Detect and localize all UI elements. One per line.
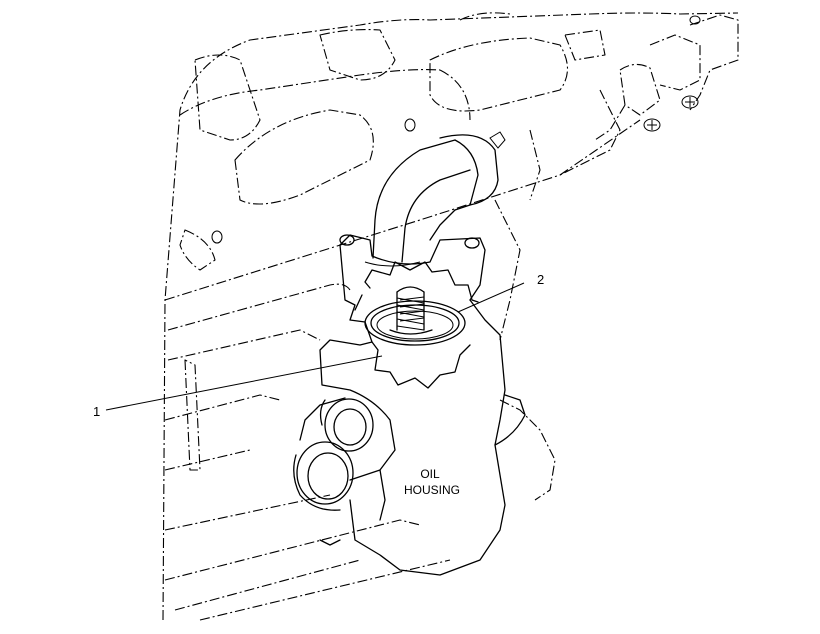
thermostat-seal: [364, 300, 466, 346]
oil-housing-label-line2: HOUSING: [404, 483, 460, 497]
callout-1-leader: [105, 355, 383, 411]
engine-block-outline: [162, 12, 739, 621]
oil-housing-label-line1: OIL: [420, 467, 440, 481]
callout-leaders: [105, 282, 525, 411]
callout-2-leader: [457, 282, 525, 313]
thermostat-housing: [299, 299, 526, 576]
housing-ports: [293, 398, 374, 511]
bracket-assembly: [211, 14, 739, 244]
thermostat-flange: [339, 234, 486, 389]
oil-housing-label: OIL HOUSING: [404, 467, 460, 497]
callout-1-number: 1: [93, 404, 100, 419]
callout-2-number: 2: [537, 272, 544, 287]
elbow-hose: [364, 131, 506, 267]
thermostat-spring: [389, 286, 433, 335]
